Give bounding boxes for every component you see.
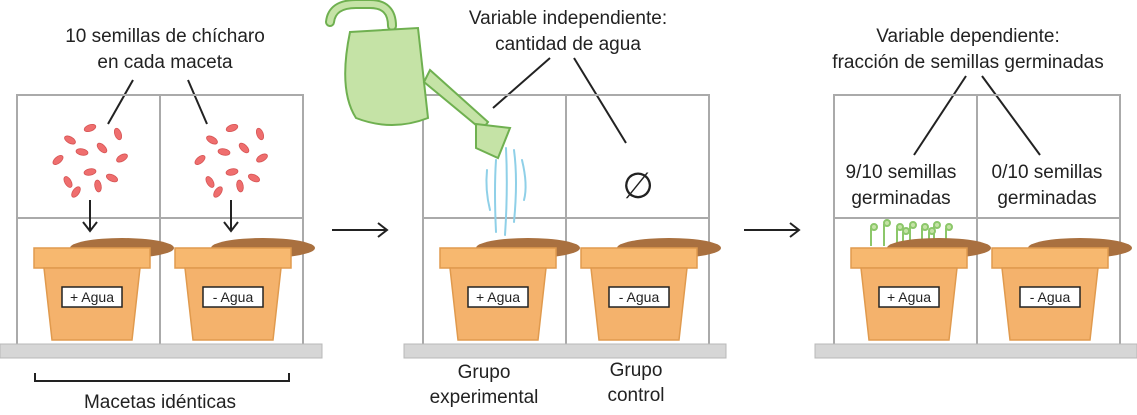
pot-label-plus-water: + Agua [70,289,114,305]
seed [93,179,103,193]
seed [211,184,225,200]
seed [50,153,66,167]
experimental-group-line-1: Grupo [458,362,511,383]
independent-variable-line-2: cantidad de agua [495,34,641,55]
seed-cluster-right [192,122,270,200]
seeds-title-line-2: en cada maceta [97,52,233,73]
right-arrow-1 [332,222,389,238]
seed [114,151,130,165]
iv-pointer-line-right [573,57,627,144]
seed [62,133,78,147]
experimental-group-line-2: experimental [430,387,539,408]
identical-pots-caption: Macetas idénticas [84,392,236,413]
control-group-line-1: Grupo [610,360,663,381]
title-pointer-line-right [187,79,208,125]
independent-variable-line-1: Variable independiente: [469,8,667,29]
shelf-base [814,343,1137,359]
pot-label-box [1019,286,1081,308]
title-pointer-line-left [107,79,134,125]
identical-pots-bracket [34,373,290,382]
result-right-line-1: 0/10 semillas [992,162,1103,183]
shelf-base [0,343,323,359]
down-arrow-right [223,200,239,233]
seed [192,153,208,167]
pot-label-box [878,286,940,308]
result-right-line-2: germinadas [997,188,1096,209]
dependent-variable-line-2: fracción de semillas germinadas [832,52,1103,73]
panel-treatment: Variable independiente: cantidad de agua… [325,0,727,408]
seed [225,167,239,177]
seed [83,167,97,177]
seed [75,147,89,157]
dv-pointer-line-right [981,75,1041,156]
shelf-base [403,343,727,359]
seed [104,172,120,184]
watering-can-icon [325,0,512,160]
seed [217,147,231,157]
pot-label-box [61,286,123,308]
right-arrow-2 [744,222,801,238]
null-water-symbol: ∅ [622,165,653,206]
dependent-variable-line-1: Variable dependiente: [876,26,1059,47]
seed [254,126,266,142]
pot-label-minus-water: - Agua [1030,289,1071,305]
seeds-title-line-1: 10 semillas de chícharo [65,26,265,47]
seed [95,141,109,155]
seed [235,179,245,193]
panel-identical-pots: 10 semillas de chícharo en cada maceta [0,26,323,413]
panel-results: Variable dependiente: fracción de semill… [814,26,1137,359]
down-arrow-left [82,200,98,233]
seed [82,122,98,134]
sprouts [870,219,953,246]
water-stream [485,147,527,236]
pot-label-minus-water: - Agua [213,289,254,305]
seed [237,141,251,155]
seed [224,122,240,134]
result-left-line-2: germinadas [851,188,950,209]
pot-label-plus-water: + Agua [476,289,520,305]
seed [61,174,75,190]
seed-cluster-left [50,122,130,200]
seed [203,174,217,190]
pot-label-box [467,286,529,308]
pot-label-minus-water: - Agua [619,289,660,305]
seed [254,151,270,165]
pot-label-box [202,286,264,308]
dv-pointer-line-left [913,75,967,156]
seed [69,184,83,200]
seed [246,172,262,184]
pot-label-plus-water: + Agua [887,289,931,305]
seed [112,126,124,142]
control-group-line-2: control [607,385,664,406]
result-left-line-1: 9/10 semillas [846,162,957,183]
iv-pointer-line-left [492,57,551,109]
seed [204,133,220,147]
pot-label-box [608,286,670,308]
